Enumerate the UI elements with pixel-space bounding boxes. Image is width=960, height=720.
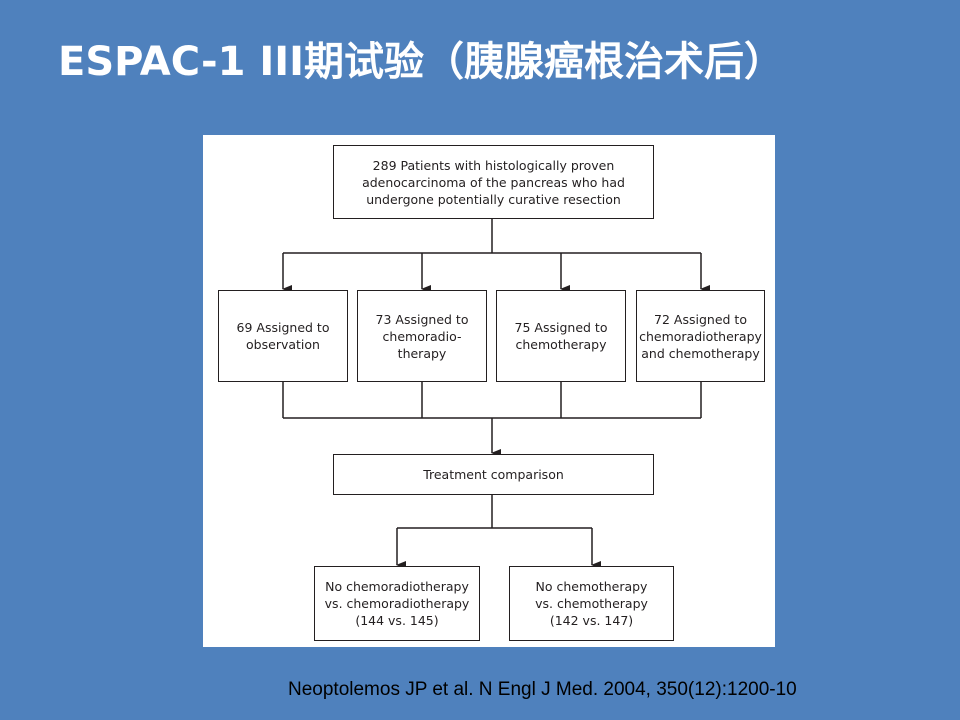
outcome-text-chemoradiotherapy: No chemoradiotherapy vs. chemoradiothera… (324, 579, 470, 628)
arm-box-combined: 72 Assigned to chemoradiotherapy and che… (636, 290, 765, 382)
comparison-text: Treatment comparison (423, 467, 564, 482)
arm-text-combined: 72 Assigned to chemoradiotherapy and che… (639, 311, 762, 361)
arm-text-chemotherapy: 75 Assigned to chemotherapy (514, 320, 608, 352)
flowchart-connectors (282, 219, 710, 569)
arm-text-observation: 69 Assigned to observation (236, 320, 330, 352)
slide-title: ESPAC-1 III期试验（胰腺癌根治术后） (58, 39, 785, 85)
citation-text: Neoptolemos JP et al. N Engl J Med. 2004… (288, 679, 797, 700)
flowchart-figure: 289 Patients with histologically proven … (203, 135, 775, 647)
outcome-box-chemoradiotherapy: No chemoradiotherapy vs. chemoradiothera… (314, 566, 480, 641)
enrollment-box: 289 Patients with histologically proven … (333, 145, 654, 219)
outcome-box-chemotherapy: No chemotherapy vs. chemotherapy (142 vs… (509, 566, 674, 641)
arm-text-chemoradiotherapy: 73 Assigned to chemoradio- therapy (375, 311, 469, 361)
arm-box-chemoradiotherapy: 73 Assigned to chemoradio- therapy (357, 290, 487, 382)
comparison-box: Treatment comparison (333, 454, 654, 495)
arm-box-observation: 69 Assigned to observation (218, 290, 348, 382)
outcome-text-chemotherapy: No chemotherapy vs. chemotherapy (142 vs… (535, 579, 648, 628)
arm-box-chemotherapy: 75 Assigned to chemotherapy (496, 290, 626, 382)
enrollment-text: 289 Patients with histologically proven … (362, 157, 625, 207)
